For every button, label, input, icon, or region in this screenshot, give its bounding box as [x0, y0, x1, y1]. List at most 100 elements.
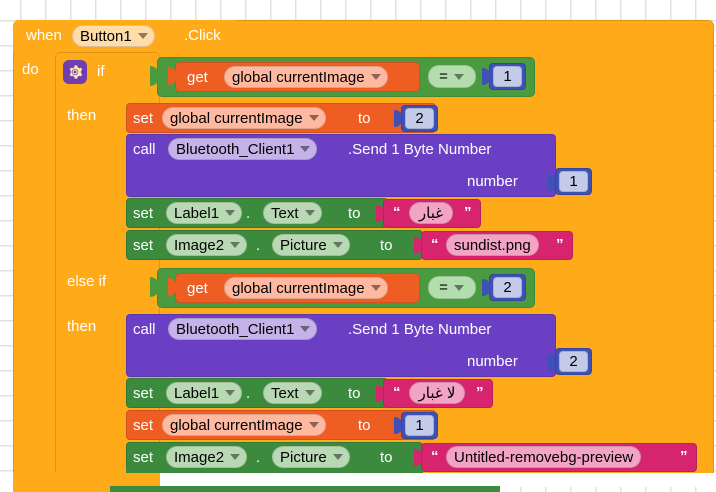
comparison-block-1-plug: [150, 66, 159, 86]
text-block-plug-4: [414, 449, 423, 466]
chevron-down-icon[interactable]: [308, 115, 319, 121]
get-label-2: get: [187, 280, 208, 297]
set-property-name-dropdown-1[interactable]: Text: [263, 202, 322, 224]
text-field-1[interactable]: غبار: [409, 202, 453, 224]
then-label-1: then: [67, 107, 97, 124]
text-block-plug-2: [414, 237, 423, 254]
else-if-label: else if: [67, 273, 107, 290]
chevron-down-icon[interactable]: [230, 454, 241, 460]
number-value-2: 2: [415, 110, 424, 127]
number-value-4: 2: [503, 279, 512, 296]
open-quote-3: “: [393, 384, 401, 401]
call-arg-plug-1: [548, 174, 557, 191]
next-block-partial-top[interactable]: [110, 486, 500, 492]
set-property-name-dropdown-3[interactable]: Text: [263, 382, 322, 404]
text-field-2[interactable]: sundist.png: [446, 234, 539, 256]
chevron-down-icon[interactable]: [370, 74, 381, 80]
event-component-label: Button1: [80, 27, 132, 45]
set-property-component-dropdown-4[interactable]: Image2: [166, 446, 248, 468]
event-component-dropdown[interactable]: Button1: [72, 25, 155, 47]
call-method-label-2: .Send 1 Byte Number: [348, 321, 492, 338]
gear-icon[interactable]: [63, 60, 87, 84]
call-label-2: call: [133, 321, 156, 338]
set-label-3: set: [133, 237, 154, 254]
text-field-4[interactable]: Untitled-removebg-preview: [446, 446, 642, 468]
set-property-name-dropdown-2[interactable]: Picture: [272, 234, 350, 256]
chevron-down-icon[interactable]: [308, 422, 319, 428]
call-component-dropdown-1[interactable]: Bluetooth_Client1: [168, 138, 318, 160]
text-block-plug-1: [376, 205, 385, 222]
call-arg-label-1: number: [467, 173, 518, 190]
chevron-down-icon[interactable]: [370, 285, 381, 291]
chevron-down-icon[interactable]: [230, 242, 241, 248]
set-property-name-dropdown-4[interactable]: Picture: [272, 446, 350, 468]
set-property-name-3: Text: [271, 384, 299, 402]
open-quote-4: “: [431, 448, 439, 465]
set-property-component-name-2: Image2: [174, 236, 225, 254]
chevron-down-icon[interactable]: [453, 284, 464, 291]
number-field-2[interactable]: 2: [405, 108, 434, 129]
to-label-3: to: [380, 237, 393, 254]
text-value-4: Untitled-removebg-preview: [454, 448, 634, 466]
set-property-name-2: Picture: [280, 236, 327, 254]
chevron-down-icon[interactable]: [332, 454, 343, 460]
get-variable-dropdown-1[interactable]: global currentImage: [224, 66, 388, 88]
call-component-name-2: Bluetooth_Client1: [176, 320, 295, 338]
chevron-down-icon[interactable]: [225, 210, 236, 216]
text-block-plug-3: [376, 385, 385, 402]
set-property-name-4: Picture: [280, 448, 327, 466]
operator-dropdown-1[interactable]: =: [428, 65, 476, 88]
get-variable-dropdown-2[interactable]: global currentImage: [224, 277, 388, 299]
close-quote-2: ”: [556, 236, 564, 253]
number-block-4-plug: [482, 279, 491, 296]
set-variable-dropdown-2[interactable]: global currentImage: [162, 414, 326, 436]
open-quote-1: “: [393, 204, 401, 221]
operator-dropdown-2[interactable]: =: [428, 276, 476, 299]
text-value-1: غبار: [418, 204, 444, 222]
set-property-component-dropdown-2[interactable]: Image2: [166, 234, 248, 256]
set-property-component-name-3: Label1: [174, 384, 220, 402]
chevron-down-icon[interactable]: [300, 146, 311, 152]
set-label-1: set: [133, 110, 154, 127]
close-quote-3: ”: [476, 384, 484, 401]
chevron-down-icon[interactable]: [304, 210, 315, 216]
property-dot-2: .: [256, 237, 261, 254]
get-label-1: get: [187, 69, 208, 86]
number-block-1-plug: [482, 68, 491, 85]
set-property-block-4-bottom-edge: [126, 470, 423, 473]
number-field-3[interactable]: 1: [559, 171, 588, 192]
call-method-label-1: .Send 1 Byte Number: [348, 141, 492, 158]
set-variable-value-plug-1: [394, 110, 403, 127]
number-field-5[interactable]: 2: [559, 351, 588, 372]
set-property-component-dropdown-3[interactable]: Label1: [166, 382, 243, 404]
set-variable-name-2: global currentImage: [170, 416, 303, 434]
operator-label-1: =: [439, 68, 448, 85]
text-field-3[interactable]: لا غبار: [409, 382, 465, 404]
chevron-down-icon[interactable]: [304, 390, 315, 396]
set-variable-name-1: global currentImage: [170, 109, 303, 127]
number-field-1[interactable]: 1: [493, 66, 522, 87]
number-value-6: 1: [415, 417, 424, 434]
event-suffix-label: .Click: [184, 27, 221, 44]
to-label-6: to: [380, 449, 393, 466]
close-quote-1: ”: [464, 204, 472, 221]
call-component-dropdown-2[interactable]: Bluetooth_Client1: [168, 318, 318, 340]
chevron-down-icon[interactable]: [137, 33, 148, 39]
number-field-6[interactable]: 1: [405, 415, 434, 436]
set-property-component-dropdown-1[interactable]: Label1: [166, 202, 243, 224]
chevron-down-icon[interactable]: [332, 242, 343, 248]
workspace-whitespace: [160, 473, 716, 487]
chevron-down-icon[interactable]: [453, 73, 464, 80]
comparison-block-2-plug: [150, 277, 159, 297]
get-variable-block-2-plug: [168, 278, 177, 296]
chevron-down-icon[interactable]: [300, 326, 311, 332]
do-label: do: [22, 61, 39, 78]
number-field-4[interactable]: 2: [493, 277, 522, 298]
text-value-2: sundist.png: [454, 236, 531, 254]
set-variable-dropdown-1[interactable]: global currentImage: [162, 107, 326, 129]
to-label-5: to: [358, 417, 371, 434]
property-dot-1: .: [246, 205, 251, 222]
property-dot-4: .: [256, 449, 261, 466]
chevron-down-icon[interactable]: [225, 390, 236, 396]
